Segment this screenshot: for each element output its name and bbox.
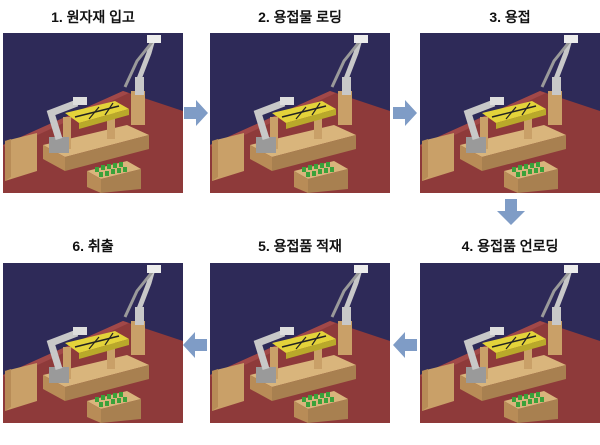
step-1-image (3, 33, 183, 193)
arrow-right-icon (393, 100, 417, 126)
step-6-image (3, 263, 183, 423)
step-2-image (210, 33, 390, 193)
step-5-image (210, 263, 390, 423)
step-2-title: 2. 용접물 로딩 (258, 9, 342, 25)
arrow-left-icon (183, 332, 207, 358)
step-1-title: 1. 원자재 입고 (51, 9, 135, 25)
step-5-title: 5. 용접품 적재 (258, 238, 342, 254)
arrow-left-icon (393, 332, 417, 358)
step-4-image (420, 263, 600, 423)
arrow-down-icon (497, 199, 525, 225)
step-6-title: 6. 취출 (72, 238, 114, 254)
arrow-right-icon (184, 100, 208, 126)
step-4-title: 4. 용접품 언로딩 (461, 238, 559, 254)
step-3-title: 3. 용접 (489, 9, 531, 25)
step-3-image (420, 33, 600, 193)
